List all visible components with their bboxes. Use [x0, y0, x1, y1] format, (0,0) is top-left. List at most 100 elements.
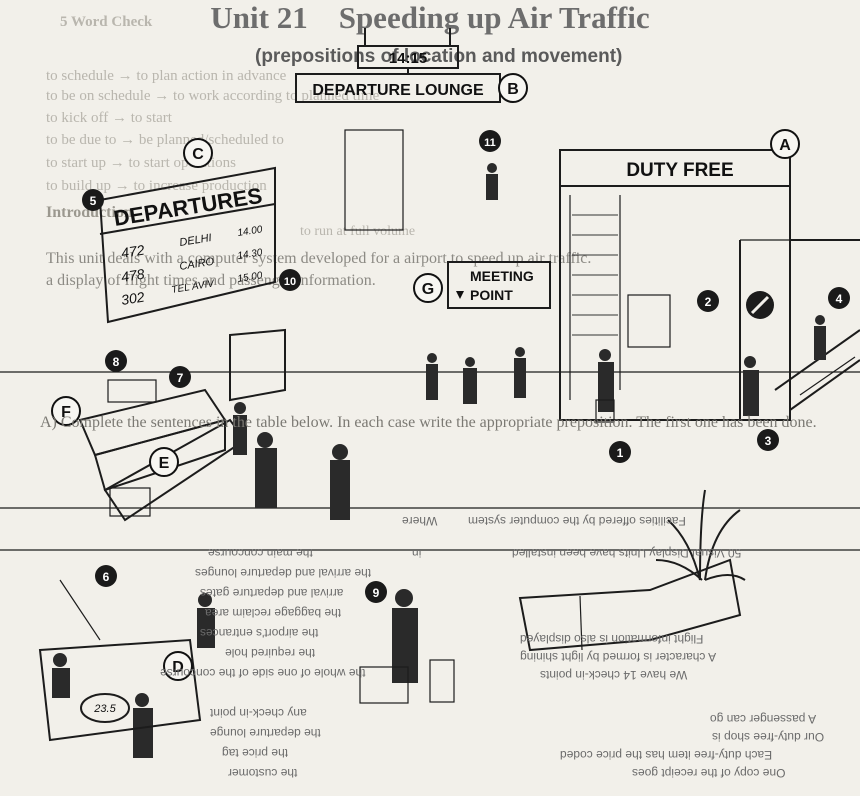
- meeting-point-label-2: POINT: [470, 287, 513, 303]
- svg-text:F: F: [61, 404, 71, 421]
- number-tag-2: 2: [697, 290, 719, 312]
- number-tag-4: 4: [828, 287, 850, 309]
- exercise-instruction: A) Complete the sentences in the table b…: [40, 414, 817, 431]
- flight-number: 302: [120, 288, 146, 307]
- number-tag-9: 9: [365, 581, 387, 603]
- planter: [518, 489, 746, 652]
- sentence-item: A passenger can go: [710, 712, 817, 726]
- location-item: the price tag: [222, 746, 289, 760]
- far-doorway: [344, 129, 404, 231]
- location-item: the airport's entrances: [200, 626, 319, 640]
- location-item: the whole of one side of the concourse: [160, 666, 366, 680]
- unit-subtitle: (prepositions of location and movement): [255, 46, 623, 67]
- letter-tag-b: B: [498, 73, 528, 103]
- letter-tag-g: G: [413, 273, 443, 303]
- unit-label: Unit 21: [210, 0, 308, 35]
- svg-text:3: 3: [765, 434, 772, 448]
- svg-text:B: B: [507, 81, 519, 98]
- svg-text:8: 8: [113, 355, 120, 369]
- letter-tag-e: E: [149, 447, 179, 477]
- meeting-point-label-1: MEETING: [470, 268, 534, 284]
- ghost-line: to kick off → to start: [46, 110, 172, 126]
- svg-text:10: 10: [284, 276, 296, 288]
- letter-tag-f: F: [51, 396, 81, 426]
- sentence-item: Our duty-free shop is: [712, 730, 825, 744]
- passengers: [52, 163, 826, 758]
- meeting-point-sign: MEETING POINT: [447, 261, 551, 309]
- baggage-scale: [107, 379, 157, 403]
- duty-free-label: DUTY FREE: [626, 160, 733, 181]
- sentence-item: We have 14 check-in points: [540, 668, 688, 682]
- sentence-item: Flight information is also displayed: [520, 632, 704, 646]
- ghost-section-title: 5 Word Check: [60, 14, 153, 30]
- svg-text:9: 9: [373, 586, 380, 600]
- svg-text:11: 11: [484, 137, 496, 149]
- flight-number: 478: [120, 265, 146, 284]
- table-row-first-answer: in: [412, 546, 422, 560]
- location-item: the required hole: [225, 646, 316, 660]
- flight-destination: CAIRO: [179, 256, 216, 273]
- table-header-where: Where: [402, 514, 438, 528]
- number-tag-10: 10: [279, 269, 301, 291]
- svg-text:D: D: [172, 659, 184, 676]
- duty-free-shop: DUTY FREE: [559, 149, 860, 421]
- svg-text:A: A: [779, 137, 791, 154]
- svg-text:4: 4: [836, 292, 843, 306]
- unit-title: Speeding up Air Traffic: [338, 0, 650, 35]
- number-tags: 1 2 3 4 5 6 7 8 9 10 11: [82, 130, 850, 603]
- location-item: the departure lounge: [210, 726, 321, 740]
- letter-tag-a: A: [770, 129, 800, 159]
- table-header-facilities: Facilities offered by the computer syste…: [468, 514, 686, 528]
- flight-destination: TEL AVIV: [171, 278, 216, 296]
- flight-time: 15.00: [237, 270, 264, 285]
- svg-text:2: 2: [705, 295, 712, 309]
- scale-readout: 23.5: [93, 703, 116, 715]
- location-item: the arrival and departure lounges: [195, 566, 372, 580]
- sentence-item: A character is formed by light shining: [520, 650, 717, 664]
- location-item: the customer: [228, 766, 298, 780]
- departures-label: DEPARTURES: [112, 183, 264, 231]
- svg-text:G: G: [422, 281, 434, 298]
- location-item: any check-in point: [210, 706, 307, 720]
- flight-time: 14.30: [237, 247, 264, 262]
- location-item: arrival and departure gates: [200, 586, 344, 600]
- table-row-first-text: 50 Visual Display Units have been instal…: [512, 546, 742, 560]
- sentence-item: One copy of the receipt goes: [632, 766, 786, 780]
- departure-lounge-label: DEPARTURE LOUNGE: [312, 82, 484, 99]
- letter-tag-d: D: [163, 651, 193, 681]
- clock-sign: 14:15: [357, 28, 459, 69]
- ghost-line: to build up → to increase production: [46, 178, 267, 194]
- sentence-item: Each duty-free item has the price coded: [560, 748, 773, 762]
- cash-desk: 23.5: [38, 579, 202, 742]
- shopping-bag: [595, 399, 615, 423]
- number-tag-11: 11: [479, 130, 501, 152]
- svg-text:6: 6: [103, 570, 110, 584]
- number-tag-7: 7: [169, 366, 191, 388]
- svg-text:5: 5: [90, 194, 97, 208]
- svg-text:1: 1: [617, 446, 624, 460]
- svg-text:E: E: [159, 455, 170, 472]
- flight-time: 14.00: [237, 224, 264, 239]
- departure-lounge-sign: DEPARTURE LOUNGE: [295, 68, 501, 103]
- number-tag-3: 3: [757, 429, 779, 451]
- suitcase: [359, 666, 409, 704]
- ghost-line: to run at full volume: [300, 224, 416, 239]
- number-tag-6: 6: [95, 565, 117, 587]
- letter-tag-c: C: [183, 138, 213, 168]
- svg-text:C: C: [192, 146, 204, 163]
- location-item: the baggage reclaim area: [205, 606, 342, 620]
- number-tag-5: 5: [82, 189, 104, 211]
- svg-text:7: 7: [177, 371, 184, 385]
- number-tag-8: 8: [105, 350, 127, 372]
- departures-board: DEPARTURES 472 DELHI 14.00 478 CAIRO 14.…: [98, 166, 276, 324]
- ghost-line: to be due to → be planned/scheduled to: [46, 132, 284, 148]
- letter-tags: A B C D E F G: [51, 73, 800, 681]
- location-item: the main concourse: [208, 546, 313, 560]
- flight-number: 472: [120, 241, 146, 260]
- suitcase: [429, 659, 455, 703]
- ghost-line: to schedule → to plan action in advance: [46, 68, 287, 84]
- ghost-line: Introduction: [46, 204, 133, 221]
- number-tag-1: 1: [609, 441, 631, 463]
